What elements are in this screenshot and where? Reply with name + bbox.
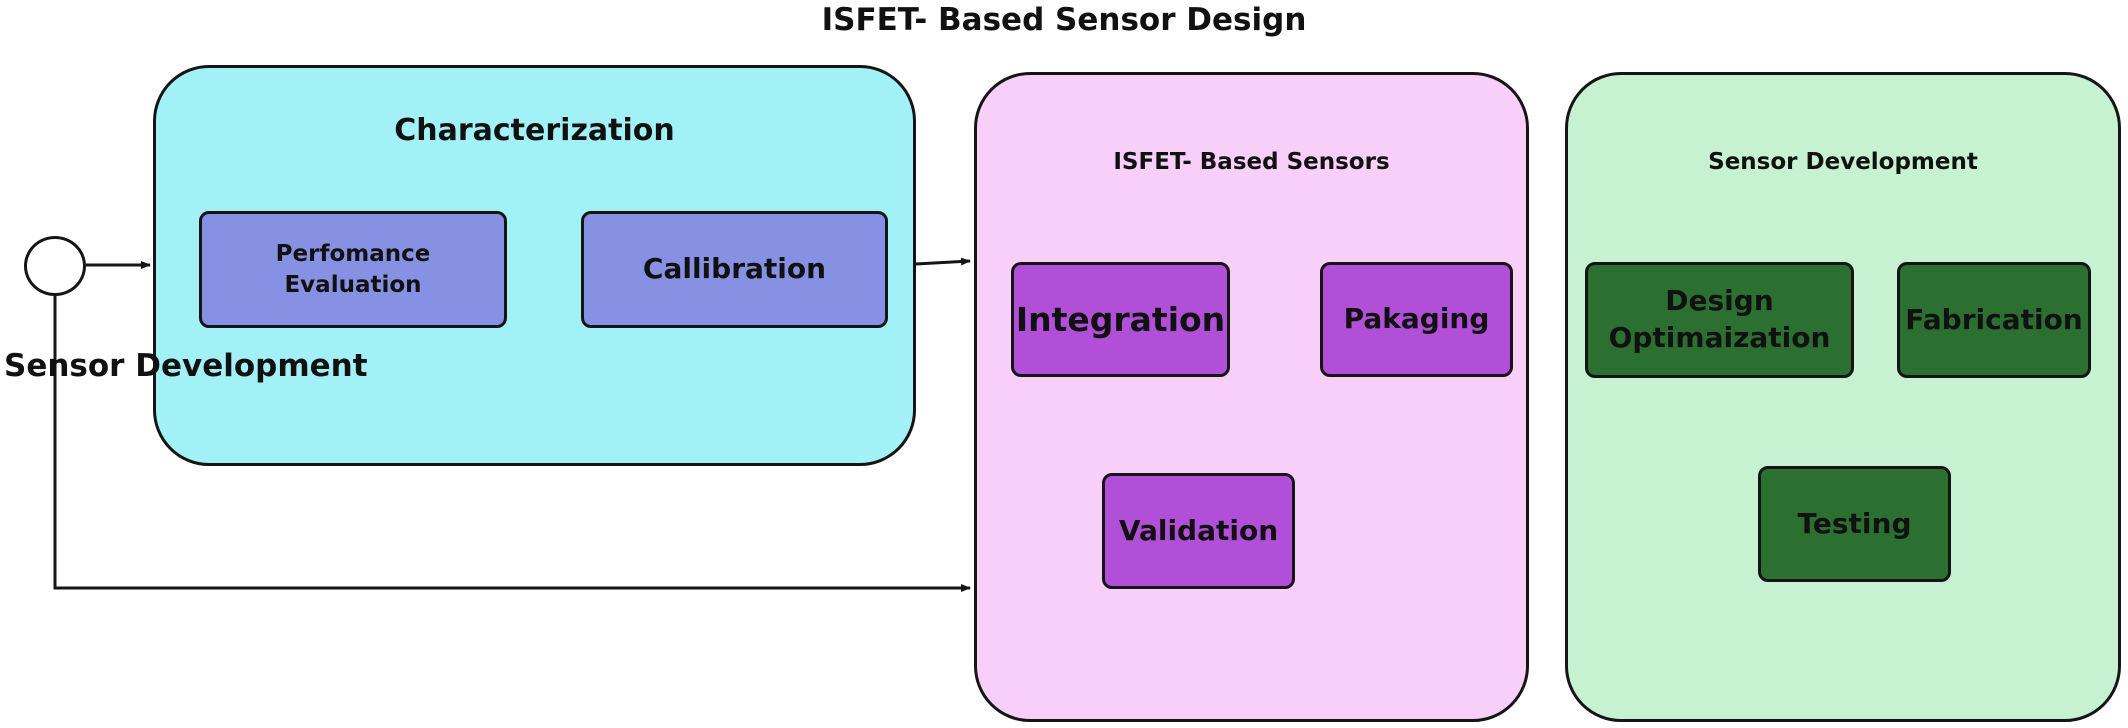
characterization-to-isfet-arrow bbox=[915, 257, 971, 266]
packaging-label: Pakaging bbox=[1343, 302, 1490, 336]
design-optimization-label: Design Optimaization bbox=[1608, 284, 1831, 354]
sensor-development-group-label: Sensor Development bbox=[1708, 149, 1978, 175]
performance-evaluation-label: Perfomance Evaluation bbox=[275, 241, 431, 298]
integration-label: Integration bbox=[1015, 299, 1226, 339]
testing-node[interactable]: Testing bbox=[1758, 466, 1951, 582]
fabrication-label: Fabrication bbox=[1905, 302, 2083, 336]
validation-label: Validation bbox=[1118, 513, 1279, 547]
validation-node[interactable]: Validation bbox=[1102, 473, 1295, 589]
start-to-isfet-arrow bbox=[53, 294, 971, 592]
start-node-circle[interactable] bbox=[24, 236, 86, 296]
packaging-node[interactable]: Pakaging bbox=[1320, 262, 1513, 377]
isfet-sensors-group-label: ISFET- Based Sensors bbox=[1113, 149, 1390, 175]
testing-label: Testing bbox=[1797, 506, 1912, 540]
performance-evaluation-node[interactable]: Perfomance Evaluation bbox=[199, 211, 507, 328]
start-node-label: Sensor Development bbox=[4, 348, 368, 384]
design-optimization-node[interactable]: Design Optimaization bbox=[1585, 262, 1854, 378]
integration-node[interactable]: Integration bbox=[1011, 262, 1230, 377]
diagram-title: ISFET- Based Sensor Design bbox=[821, 2, 1307, 38]
calibration-node[interactable]: Callibration bbox=[581, 211, 888, 328]
fabrication-node[interactable]: Fabrication bbox=[1897, 262, 2091, 378]
sensor-development-group: Sensor Development bbox=[1565, 72, 2121, 722]
isfet-sensors-group: ISFET- Based Sensors bbox=[974, 72, 1529, 722]
calibration-label: Callibration bbox=[642, 252, 827, 286]
characterization-group-label: Characterization bbox=[394, 113, 675, 148]
